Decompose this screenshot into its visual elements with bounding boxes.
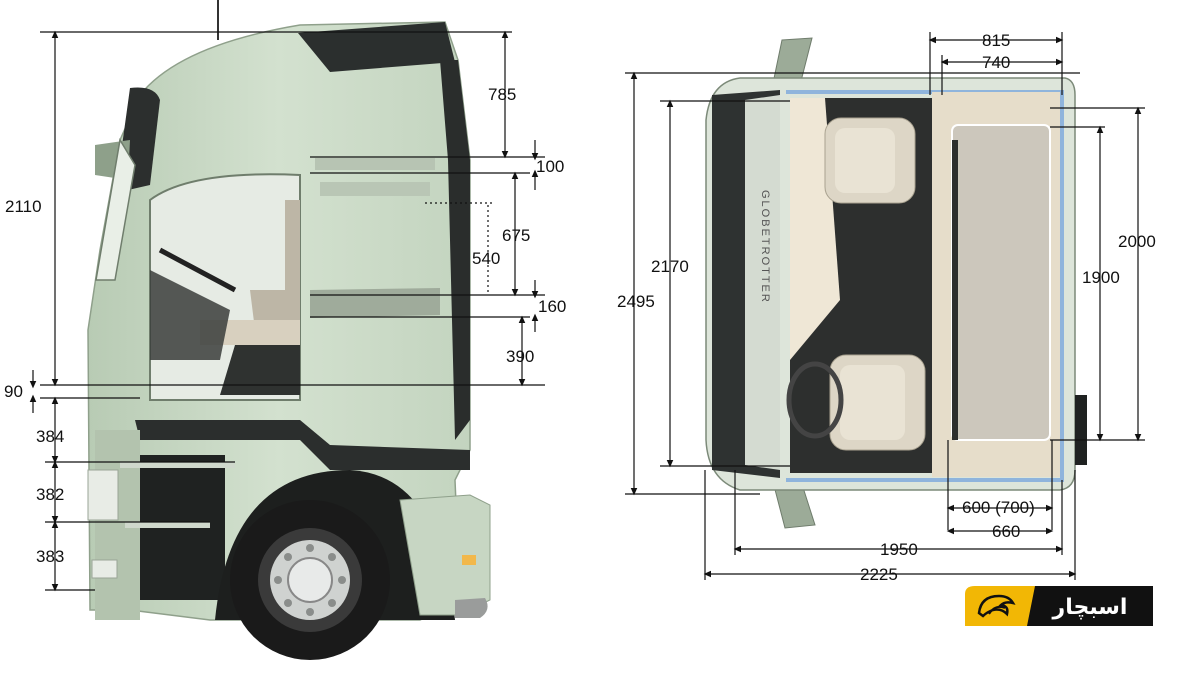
top-view-dimension-labels: 815 740 2495 2170 2000 1900 600 (700) 66… xyxy=(617,31,1156,584)
dim-cab-width-inner: 1950 xyxy=(880,540,918,559)
dim-step-2: 382 xyxy=(36,485,64,504)
dim-length-outer: 2495 xyxy=(617,292,655,311)
dim-step-3: 383 xyxy=(36,547,64,566)
dim-bunk-width-2: 660 xyxy=(992,522,1020,541)
top-view-dimension-lines xyxy=(625,32,1145,580)
dim-bunk-width: 600 (700) xyxy=(962,498,1035,517)
dim-cab-width-outer: 2225 xyxy=(860,565,898,584)
dim-width-outer: 815 xyxy=(982,31,1010,50)
dim-step-1: 384 xyxy=(36,427,64,446)
dim-total-height: 2110 xyxy=(5,197,42,216)
dim-upper-bunk: 675 xyxy=(502,226,530,245)
horse-icon xyxy=(977,594,1016,618)
dim-floor-step: 90 xyxy=(4,382,23,401)
top-view-cab: GLOBETROTTER xyxy=(705,37,1087,529)
logo: اسبچار xyxy=(965,586,1153,626)
grille-text: GLOBETROTTER xyxy=(759,190,771,304)
side-view-truck xyxy=(87,0,491,660)
dim-length-inner: 2170 xyxy=(651,257,689,276)
dim-roof-top: 785 xyxy=(488,85,516,104)
logo-text: اسبچار xyxy=(1052,595,1128,620)
dim-width-inner: 740 xyxy=(982,53,1010,72)
dim-bunk-length-inner: 1900 xyxy=(1082,268,1120,287)
side-view-dimension-labels: 2110 785 100 675 540 160 390 90 384 382 … xyxy=(4,85,566,566)
dim-mid-gap: 160 xyxy=(538,297,566,316)
dim-bunk-length-outer: 2000 xyxy=(1118,232,1156,251)
logo-mark: اسبچار xyxy=(965,586,1153,626)
dim-lower-to-floor: 390 xyxy=(506,347,534,366)
dim-visor: 100 xyxy=(536,157,564,176)
dim-upper-inner: 540 xyxy=(472,249,500,268)
side-view-dimension-lines xyxy=(29,30,545,592)
